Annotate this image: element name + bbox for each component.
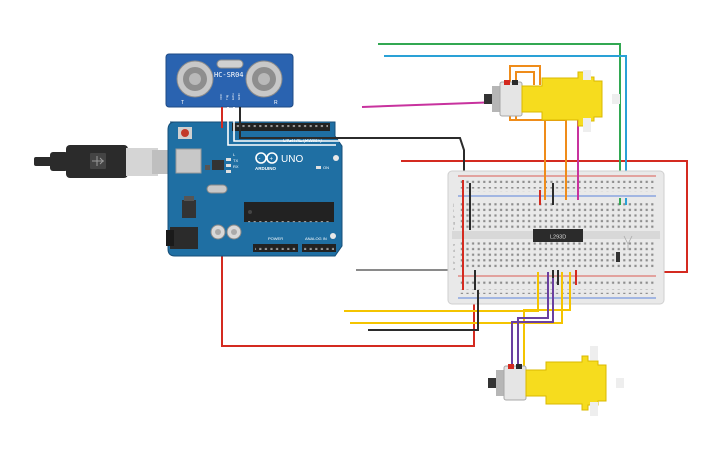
- sensor-pin-vcc: VCC: [219, 93, 223, 100]
- l293d-chip-icon[interactable]: L293D: [533, 229, 583, 242]
- dc-motor-icon[interactable]: [488, 346, 624, 416]
- wire-sensor-gnd[interactable]: [239, 107, 340, 139]
- wire-green[interactable]: [378, 43, 621, 198]
- sensor-model-label: HC-SR04: [214, 71, 244, 79]
- arduino-analog-label: ANALOG IN: [305, 236, 327, 241]
- wires-front: [344, 65, 627, 368]
- arduino-board-icon[interactable]: TX RX L ON DIGITAL (PWM~) - + UNO ARDUIN…: [166, 121, 343, 257]
- bb-row-f: f: [453, 226, 455, 231]
- arduino-logo-icon: - +: [255, 152, 278, 164]
- bb-row-i: i: [453, 208, 454, 213]
- arduino-l-label: L: [233, 152, 236, 157]
- bb-row-e: e: [453, 242, 456, 247]
- bb-row-h: h: [453, 214, 455, 219]
- bb-row-c: c: [453, 254, 455, 259]
- wire-purple-1[interactable]: [517, 272, 549, 368]
- bb-row-j: j: [452, 202, 454, 207]
- sensor-pin-trig: Trig: [225, 95, 229, 100]
- breadboard-icon[interactable]: j i h g f e d c b a L293D: [447, 170, 665, 305]
- arduino-power-label: POWER: [268, 236, 283, 241]
- wire-sensor-trig[interactable]: [227, 107, 336, 146]
- arduino-on-label: ON: [323, 165, 329, 170]
- sensor-wires: [221, 107, 340, 146]
- wire-yellow-2[interactable]: [350, 272, 563, 324]
- wire-blue[interactable]: [384, 55, 627, 198]
- bb-row-d: d: [453, 248, 455, 253]
- sensor-pin-echo: Echo: [231, 93, 235, 100]
- bb-row-g: g: [453, 220, 455, 225]
- wire-magenta-left[interactable]: [361, 101, 501, 108]
- sensor-right-mark: R: [274, 100, 278, 106]
- bb-row-b: b: [453, 260, 456, 265]
- wire-purple-2[interactable]: [511, 278, 554, 368]
- usb-cable-icon[interactable]: [34, 145, 178, 178]
- sensor-left-mark: T: [181, 100, 184, 106]
- wire-sensor-echo[interactable]: [233, 107, 340, 142]
- ultrasonic-sensor-icon[interactable]: HC-SR04 T R VCC Trig Echo GND: [165, 53, 294, 108]
- arduino-brand-label: ARDUINO: [255, 166, 276, 171]
- svg-text:-: -: [259, 156, 261, 162]
- arduino-rx-label: RX: [233, 164, 239, 169]
- dc-motor-icon[interactable]: [484, 70, 620, 132]
- wire-black-top[interactable]: [340, 137, 465, 185]
- sensor-pin-gnd: GND: [237, 93, 241, 101]
- bb-row-a: a: [453, 266, 456, 271]
- svg-text:+: +: [270, 157, 274, 163]
- arduino-tx-label: TX: [233, 158, 238, 163]
- wire-black-lower[interactable]: [368, 290, 479, 331]
- chip-label: L293D: [550, 235, 566, 241]
- arduino-uno-label: UNO: [281, 154, 303, 165]
